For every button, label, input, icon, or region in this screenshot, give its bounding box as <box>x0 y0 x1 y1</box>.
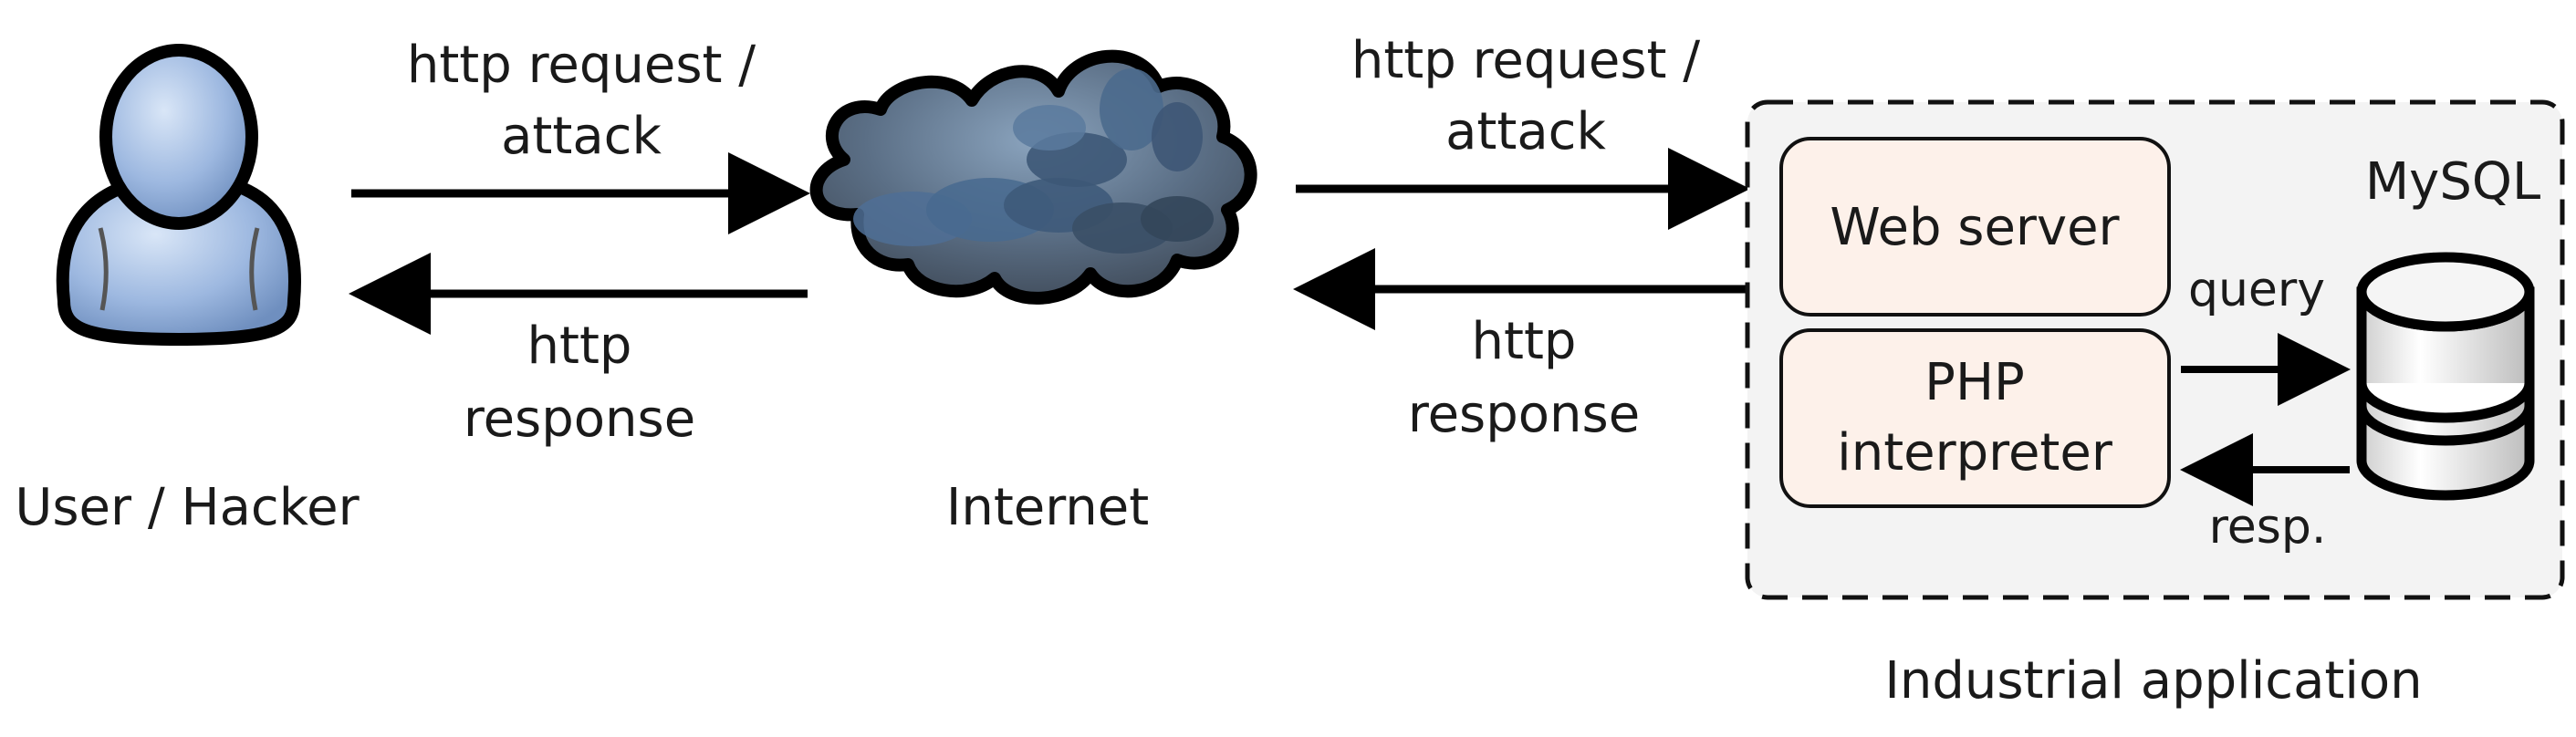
php-label-line2: interpreter <box>1837 423 2113 483</box>
request-right-line2: attack <box>1445 102 1606 161</box>
industrial-app-label: Industrial application <box>1884 651 2422 711</box>
resp-label: resp. <box>2209 500 2327 555</box>
request-left-line2: attack <box>501 107 662 166</box>
request-right-line1: http request / <box>1351 31 1700 90</box>
database-icon <box>2356 252 2535 501</box>
cloud-icon <box>809 49 1257 305</box>
php-label-line1: PHP <box>1924 353 2025 412</box>
mysql-label: MySQL <box>2365 152 2540 212</box>
response-right-line2: response <box>1408 385 1640 444</box>
web-server-box <box>1779 137 2171 317</box>
php-interpreter-box <box>1779 328 2171 508</box>
user-icon <box>56 44 301 346</box>
response-right-line1: http <box>1472 312 1577 371</box>
user-label: User / Hacker <box>15 478 360 537</box>
response-left-line1: http <box>527 317 632 376</box>
query-label: query <box>2188 263 2325 317</box>
response-left-line2: response <box>464 389 695 449</box>
internet-label: Internet <box>946 478 1149 537</box>
request-left-line1: http request / <box>407 36 756 95</box>
web-server-label: Web server <box>1830 198 2120 257</box>
